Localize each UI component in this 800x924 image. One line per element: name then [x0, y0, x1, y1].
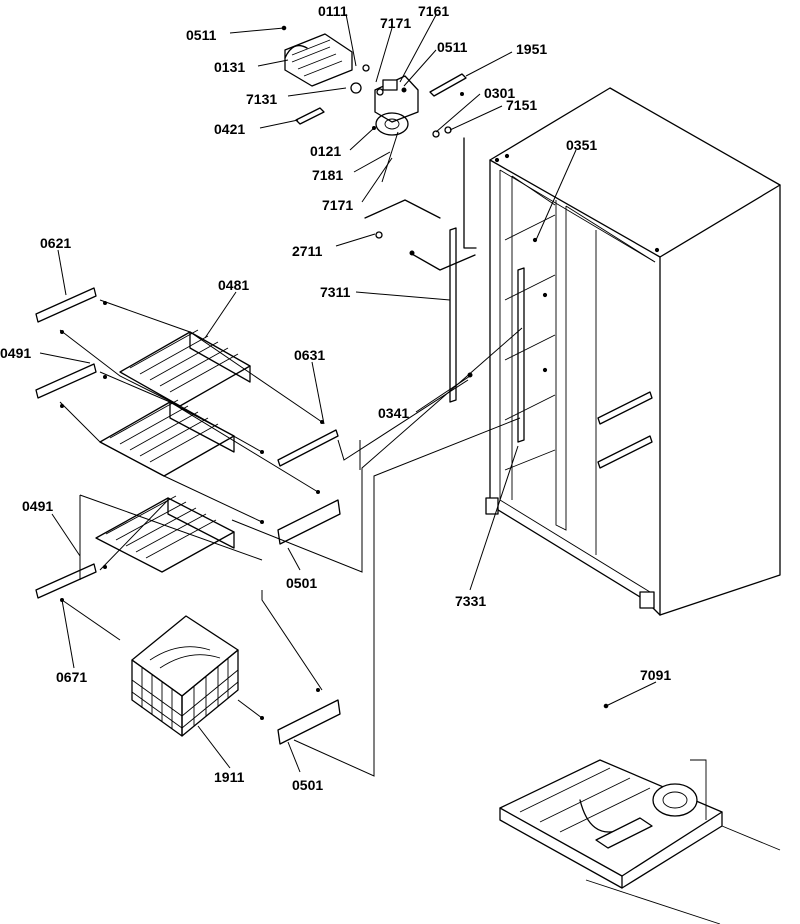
callout-0631: 0631	[294, 347, 325, 363]
callout-7331: 7331	[455, 593, 486, 609]
shelf-guides-left	[35, 287, 107, 602]
wire-shelf-bottom	[95, 495, 235, 573]
callout-7131: 7131	[246, 91, 277, 107]
shelf-guides-right	[260, 420, 341, 745]
callout-0621: 0621	[40, 235, 71, 251]
callout-0301: 0301	[484, 85, 515, 101]
callout-0111: 0111	[318, 3, 348, 19]
refrigerator-cabinet	[485, 87, 781, 616]
callout-0481: 0481	[218, 277, 249, 293]
callout-7151: 7151	[506, 97, 537, 113]
callout-7171-b: 7171	[322, 197, 353, 213]
air-duct-panel	[364, 199, 476, 271]
callout-7311: 7311	[320, 284, 351, 300]
callout-0501: 0501	[286, 575, 317, 591]
callout-labels: 0511 0111 7171 7161 0511 1951 0131 7131 …	[0, 3, 671, 793]
callout-0671: 0671	[56, 669, 87, 685]
callout-7181: 7181	[312, 167, 343, 183]
callout-0511: 0511	[186, 27, 217, 43]
callout-2711: 2711	[292, 243, 323, 259]
callout-0131: 0131	[214, 59, 245, 75]
callout-7161: 7161	[418, 3, 449, 19]
callout-0491: 0491	[0, 345, 31, 361]
compressor-base-assembly	[499, 759, 781, 924]
callout-0341: 0341	[378, 405, 409, 421]
callout-leaders	[39, 13, 657, 773]
callout-7171: 7171	[380, 15, 411, 31]
callout-0121: 0121	[310, 143, 341, 159]
auger-motor-assembly	[284, 33, 477, 249]
channel-parts	[409, 227, 525, 443]
callout-1911: 1911	[214, 769, 245, 785]
callout-0421: 0421	[214, 121, 245, 137]
wire-basket	[131, 615, 239, 737]
callout-0491-b: 0491	[22, 498, 53, 514]
callout-7091: 7091	[640, 667, 671, 683]
callout-0501-b: 0501	[292, 777, 323, 793]
callout-1951: 1951	[516, 41, 547, 57]
wire-shelf-top	[119, 329, 251, 407]
assembly-lines	[59, 299, 523, 777]
wire-shelf-middle	[99, 399, 235, 477]
callout-0511-b: 0511	[437, 39, 468, 55]
callout-0351: 0351	[566, 137, 597, 153]
